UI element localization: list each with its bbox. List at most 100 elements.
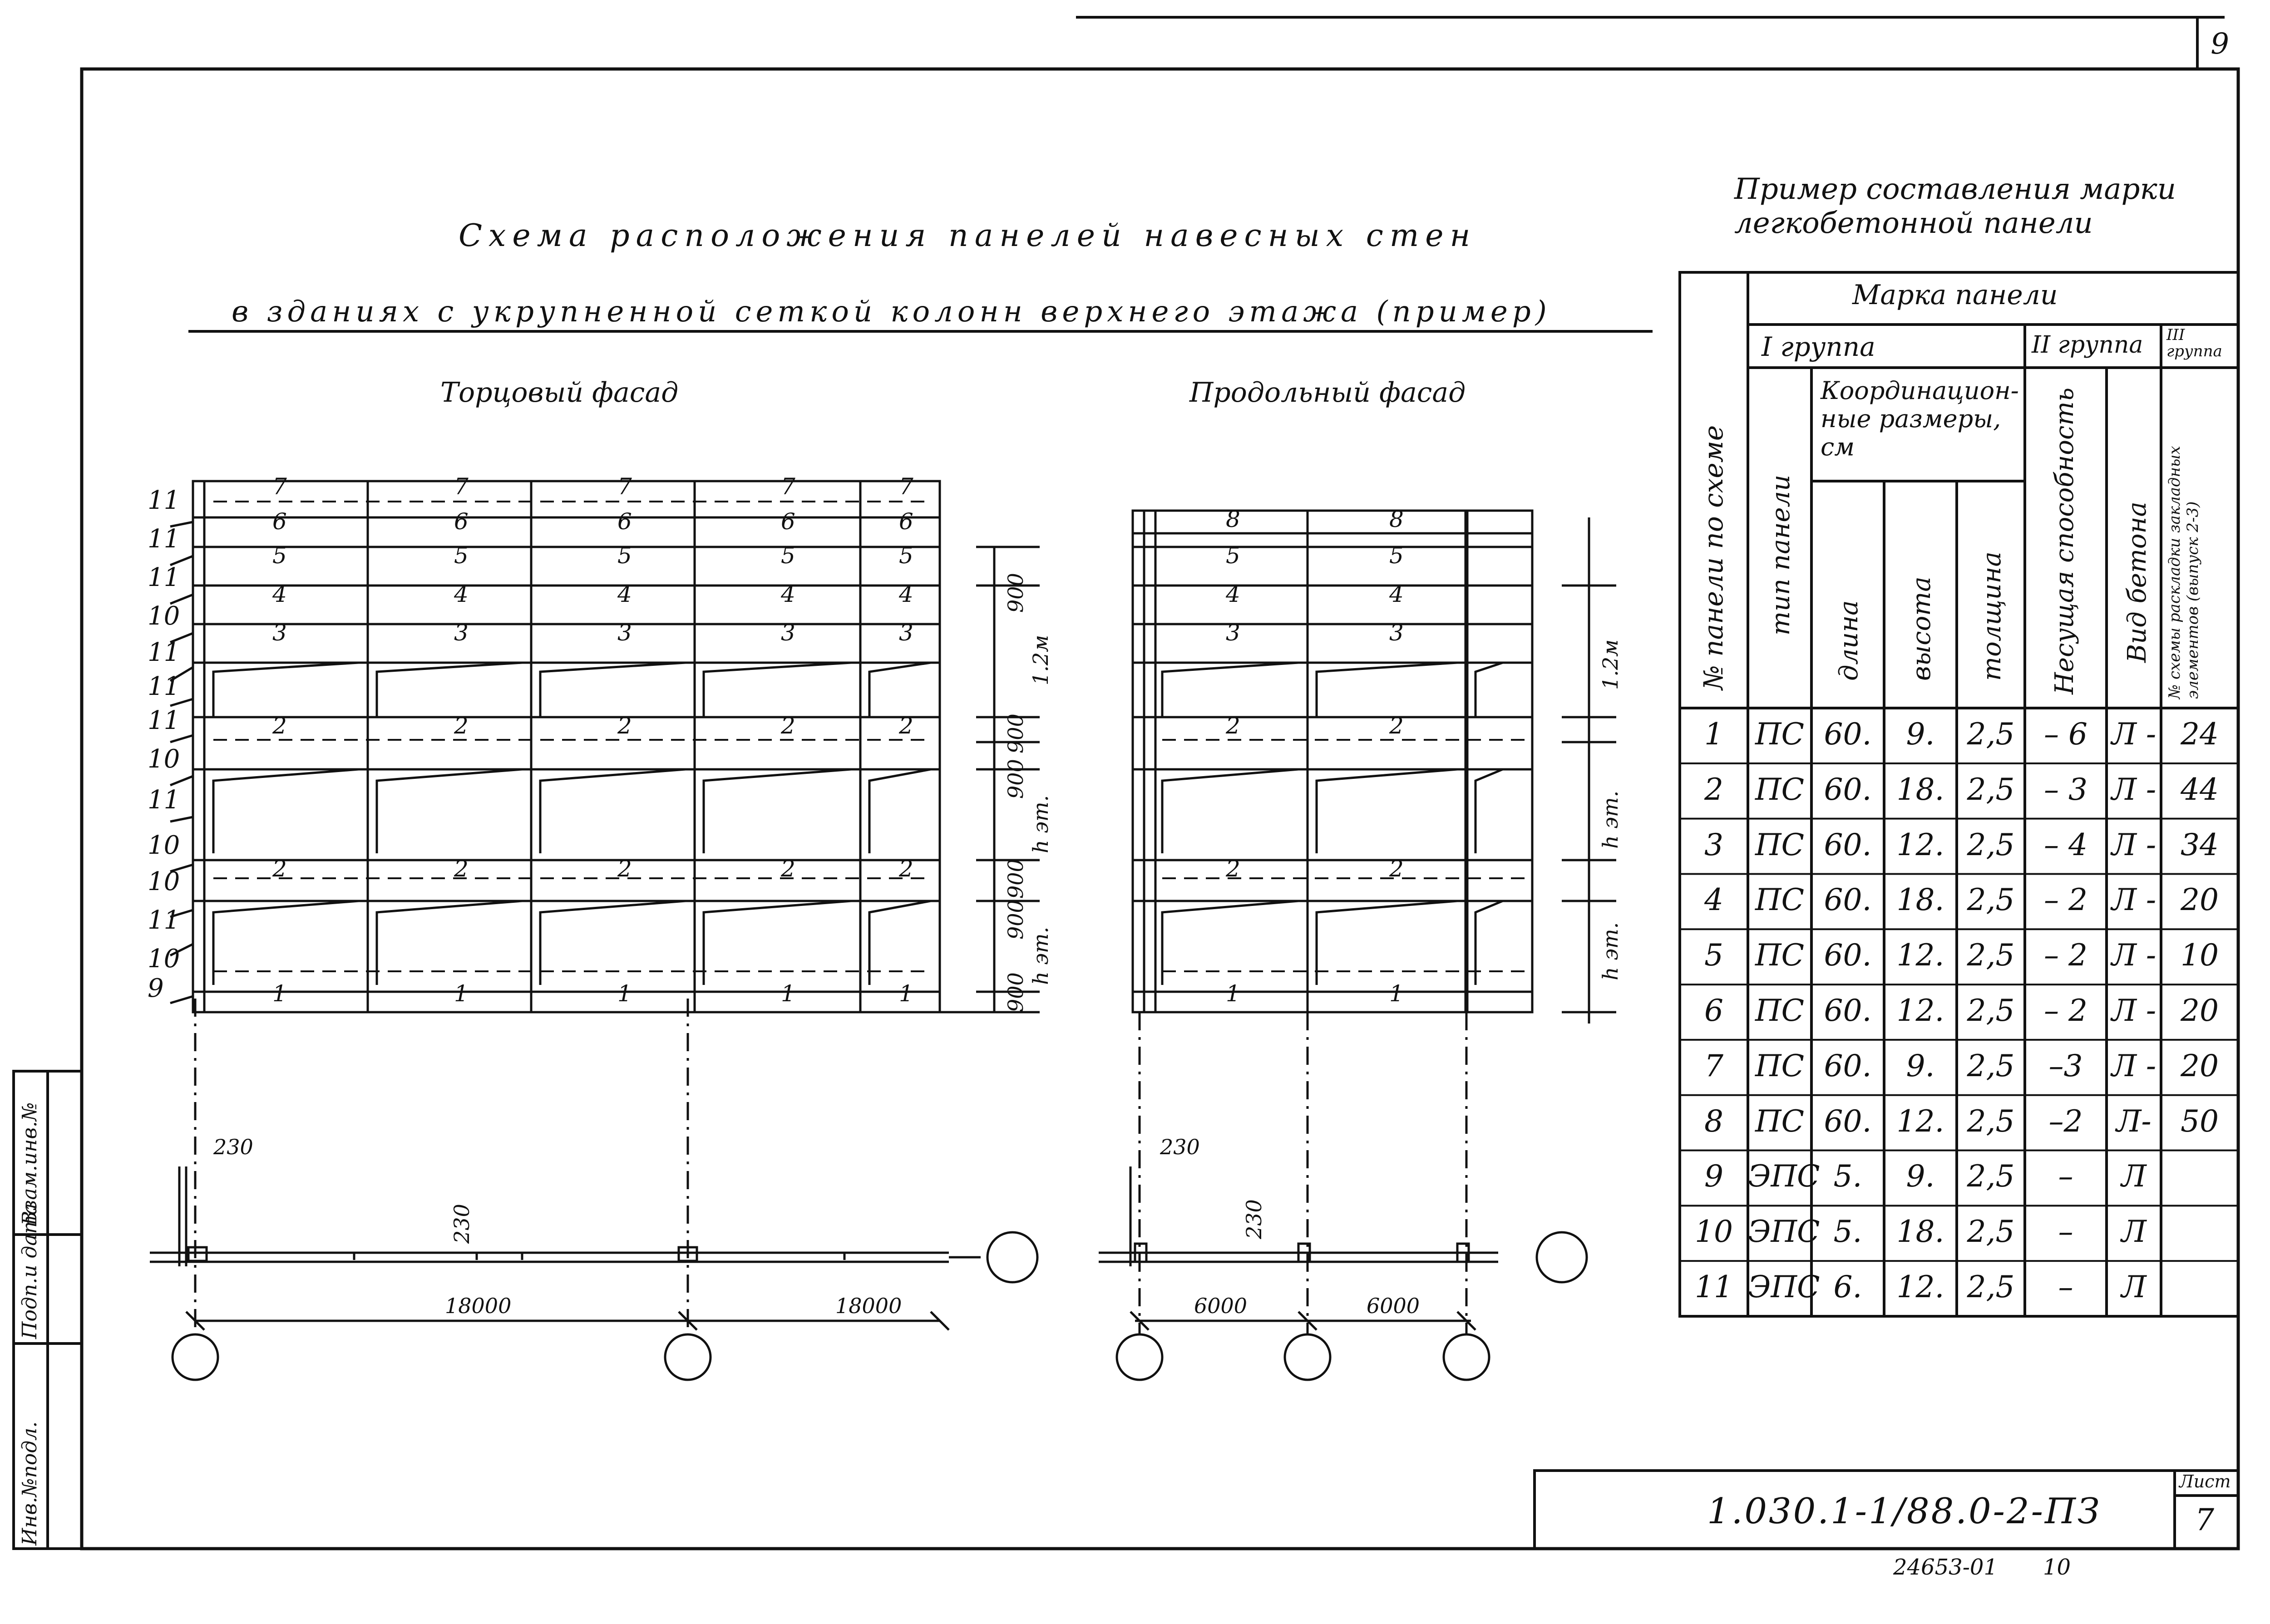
table-cell-t: 2,5 xyxy=(1967,827,2015,862)
end-facade-panel-label: 2 xyxy=(781,713,795,739)
long-dim-h-floor-2: h эт. xyxy=(1598,922,1623,980)
table-cell-len: 60. xyxy=(1824,772,1872,807)
table-header-marka: Марка панели xyxy=(1852,279,2058,311)
end-facade-left-label: 10 xyxy=(148,744,180,774)
table-cell-con: Л xyxy=(2121,1159,2147,1194)
table-cell-con: Л - xyxy=(2111,1048,2156,1083)
drawing-title-line2: в зданиях с укрупненной сеткой колонн ве… xyxy=(232,295,1551,329)
table-cell-cap: – xyxy=(2058,1159,2073,1194)
table-cell-cap: – 2 xyxy=(2044,938,2087,973)
table-cell-h: 12. xyxy=(1896,1103,1944,1139)
end-facade-panel-label: 5 xyxy=(617,542,632,569)
table-cell-type: ПС xyxy=(1755,827,1805,862)
end-facade-left-label: 10 xyxy=(148,944,180,974)
end-facade-panel-label: 4 xyxy=(272,581,287,607)
table-cell-t: 2,5 xyxy=(1967,993,2015,1028)
end-facade-panel-label: 6 xyxy=(899,508,913,535)
end-facade-panel-label: 4 xyxy=(617,581,632,607)
table-cell-len: 60. xyxy=(1824,827,1872,862)
table-cell-t: 2,5 xyxy=(1967,1270,2015,1305)
table-cell-con: Л - xyxy=(2111,772,2156,807)
long-facade-panel-label: 2 xyxy=(1389,856,1404,882)
table-cell-len: 60. xyxy=(1824,882,1872,918)
table-cell-cap: – 2 xyxy=(2044,882,2087,918)
table-cell-con: Л - xyxy=(2111,716,2156,752)
table-cell-type: ПС xyxy=(1755,716,1805,752)
end-facade-panel-label: 7 xyxy=(272,473,287,500)
table-cell-no: 7 xyxy=(1704,1048,1723,1083)
table-cell-t: 2,5 xyxy=(1967,1159,2015,1194)
table-header-height: высота xyxy=(1907,576,1936,681)
example-title-line2: легкобетонной панели xyxy=(1734,207,2093,240)
table-cell-con: Л - xyxy=(2111,827,2156,862)
end-facade-title: Торцовый фасад xyxy=(440,377,679,408)
table-cell-type: ЭПС xyxy=(1748,1214,1820,1250)
table-cell-len: 60. xyxy=(1824,716,1872,752)
end-plan-dim-18000-a: 18000 xyxy=(445,1294,512,1318)
long-facade-title: Продольный фасад xyxy=(1189,377,1466,408)
table-header-group3: III группа xyxy=(2166,326,2222,360)
table-header-no: № панели по схеме xyxy=(1698,425,1729,690)
table-cell-h: 12. xyxy=(1896,938,1944,973)
end-facade-panel-label: 6 xyxy=(781,508,795,535)
stamp-page: 10 xyxy=(2043,1555,2071,1580)
long-facade-panel-label: 8 xyxy=(1389,506,1404,532)
long-facade-panel-label: 4 xyxy=(1389,581,1404,607)
end-facade-panel-label: 2 xyxy=(617,856,632,882)
end-facade-panel-label: 6 xyxy=(272,508,287,535)
long-plan-dim-6000-b: 6000 xyxy=(1367,1294,1420,1318)
table-cell-sch: 20 xyxy=(2181,993,2219,1028)
table-cell-no: 3 xyxy=(1704,827,1723,862)
end-facade-left-label: 11 xyxy=(148,706,180,735)
end-facade-panel-label: 7 xyxy=(617,473,632,500)
end-facade-left-label: 11 xyxy=(148,563,180,592)
table-cell-con: Л - xyxy=(2111,938,2156,973)
table-header-capacity: Несущая способность xyxy=(2050,387,2079,694)
end-dim-900-c: 900 xyxy=(1003,759,1028,799)
end-facade-left-label: 10 xyxy=(148,831,180,860)
stamp-vzam-inv: Взам.инв.№ xyxy=(18,1102,41,1225)
table-header-concrete: Вид бетона xyxy=(2122,502,2152,663)
end-facade-panel-label: 6 xyxy=(617,508,632,535)
table-cell-len: 60. xyxy=(1824,1103,1872,1139)
long-plan-dim-230-b: 230 xyxy=(1242,1199,1266,1239)
table-header-scheme: № схемы раскладки закладных элементов (в… xyxy=(2166,446,2202,699)
long-dim-1-2m: 1.2м xyxy=(1598,639,1623,690)
page-number: 9 xyxy=(2211,27,2229,61)
sheet-label: Лист xyxy=(2179,1471,2231,1491)
end-facade-panel-label: 2 xyxy=(899,713,913,739)
end-facade-panel-label: 2 xyxy=(272,713,287,739)
table-cell-con: Л - xyxy=(2111,882,2156,918)
table-header-group1: I группа xyxy=(1762,331,1875,362)
table-cell-no: 8 xyxy=(1704,1103,1723,1139)
end-facade-panel-label: 2 xyxy=(617,713,632,739)
end-facade-panel-label: 3 xyxy=(454,620,469,646)
table-cell-h: 18. xyxy=(1896,882,1944,918)
table-cell-cap: – 4 xyxy=(2044,827,2087,862)
table-cell-type: ПС xyxy=(1755,993,1805,1028)
table-cell-no: 9 xyxy=(1704,1159,1723,1194)
table-cell-no: 1 xyxy=(1704,716,1723,752)
end-facade-left-label: 11 xyxy=(148,906,180,935)
end-facade-panel-label: 7 xyxy=(454,473,469,500)
table-cell-con: Л xyxy=(2121,1214,2147,1250)
end-facade-panel-label: 5 xyxy=(899,542,913,569)
table-cell-sch: 20 xyxy=(2181,1048,2219,1083)
table-cell-sch: 50 xyxy=(2181,1103,2219,1139)
end-plan-dim-18000-b: 18000 xyxy=(835,1294,902,1318)
long-facade-panel-label: 3 xyxy=(1226,620,1240,646)
end-facade-panel-label: 2 xyxy=(899,856,913,882)
end-facade-left-label: 11 xyxy=(148,524,180,554)
table-cell-no: 11 xyxy=(1695,1270,1733,1305)
table-cell-type: ПС xyxy=(1755,938,1805,973)
end-facade-panel-label: 6 xyxy=(454,508,469,535)
stamp-inv-podl: Инв.№подл. xyxy=(18,1421,41,1545)
end-facade-panel-label: 5 xyxy=(781,542,795,569)
table-header-type: тип панели xyxy=(1766,474,1796,635)
end-facade-panel-label: 2 xyxy=(272,856,287,882)
table-cell-h: 12. xyxy=(1896,1270,1944,1305)
end-plan-dim-230-b: 230 xyxy=(449,1204,474,1244)
end-dim-900-e: 900 xyxy=(1003,900,1028,940)
table-cell-len: 5. xyxy=(1833,1159,1862,1194)
